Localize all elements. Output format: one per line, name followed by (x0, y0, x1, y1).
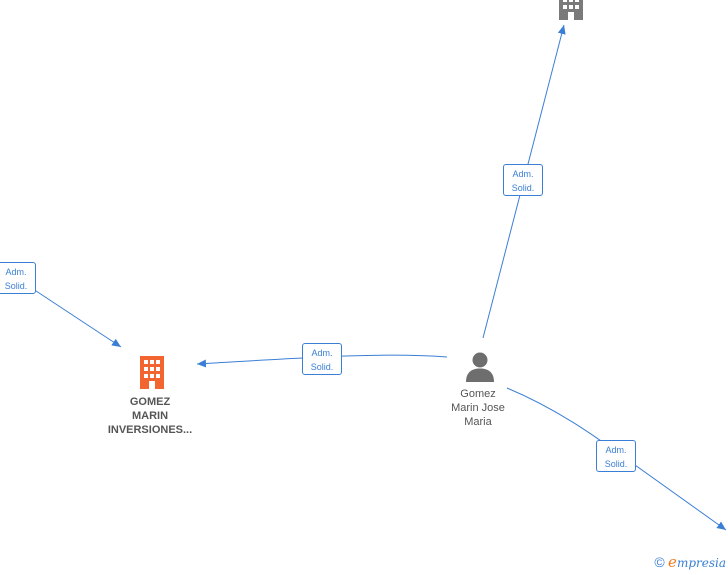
company-name[interactable]: GOMEZ MARIN INVERSIONES... (90, 395, 210, 437)
person-icon[interactable] (465, 351, 495, 383)
brand-name: mpresia (676, 556, 726, 570)
edge-label-bottom[interactable]: Adm. Solid. (596, 440, 636, 472)
edge-label-line: Solid. (4, 281, 28, 291)
brand-logo: © empresia (654, 553, 726, 571)
edge-label-line: Solid. (604, 459, 628, 469)
company-name-line: GOMEZ (129, 396, 171, 408)
person-name[interactable]: Gomez Marin Jose Maria (433, 387, 523, 429)
edge-label-line: Solid. (310, 362, 334, 372)
edge-label-line: Adm. (605, 445, 627, 455)
building-icon[interactable] (137, 355, 167, 389)
edge-left-to-company (29, 286, 122, 348)
edge-label-line: Adm. (5, 267, 27, 277)
building-icon[interactable] (556, 0, 586, 20)
edge-label-top[interactable]: Adm. Solid. (503, 164, 543, 196)
edge-label-line: Adm. (512, 169, 534, 179)
edge-label-left[interactable]: Adm. Solid. (0, 262, 36, 294)
company-name-line: MARIN (131, 410, 169, 422)
edge-label-line: Solid. (511, 183, 535, 193)
person-name-line: Marin Jose (451, 402, 505, 414)
person-name-line: Maria (464, 416, 492, 428)
person-name-line: Gomez (460, 388, 496, 400)
edge-label-line: Adm. (311, 348, 333, 358)
edge-label-center[interactable]: Adm. Solid. (302, 343, 342, 375)
brand-initial: e (668, 553, 677, 571)
copyright-symbol: © (654, 554, 665, 570)
company-name-line: INVERSIONES... (107, 424, 193, 436)
